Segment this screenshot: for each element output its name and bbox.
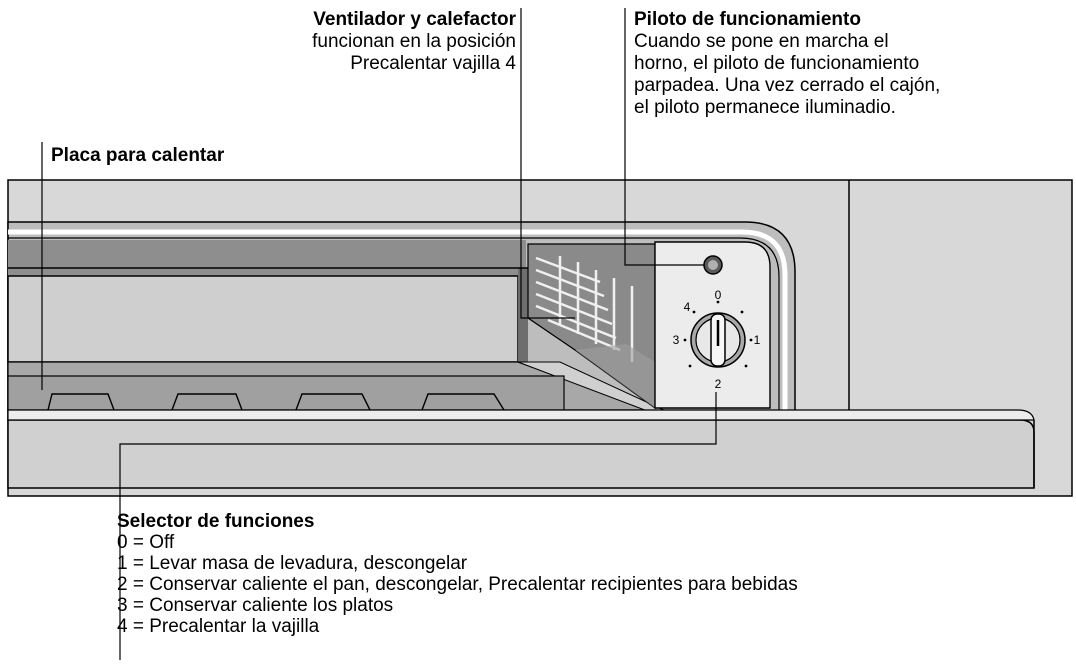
function-dial (690, 312, 746, 368)
drawer-shelf (8, 240, 526, 276)
dial-mark-1: 1 (754, 333, 761, 347)
pilot-callout-line3: parpadea. Una vez cerrado el cajón, (634, 75, 941, 96)
dial-mark-4: 4 (684, 300, 691, 314)
dial-ticks (683, 300, 753, 368)
drawer-front (7, 419, 1035, 489)
plate-zone-4 (421, 393, 505, 411)
selector-item-2: 2 = Conservar caliente el pan, descongel… (117, 574, 798, 595)
fan-callout: Ventilador y calefactor funcionan en la … (190, 9, 516, 75)
selector-item-3: 3 = Conservar caliente los platos (117, 595, 394, 616)
leader-lines (41, 8, 717, 660)
opening-rim (8, 229, 788, 420)
warming-plate (7, 375, 565, 411)
fan-callout-title: Ventilador y calefactor (313, 9, 516, 30)
pilot-callout-line4: el piloto permanece iluminadio. (634, 97, 896, 118)
fan-callout-line1: funcionan en la posición (312, 31, 516, 52)
dial-mark-2: 2 (715, 377, 722, 391)
selector-item-1: 1 = Levar masa de levadura, descongelar (117, 553, 468, 574)
selector-item-0: 0 = Off (117, 532, 175, 553)
pilot-callout-title: Piloto de funcionamiento (634, 9, 861, 30)
plate-zone-2 (171, 393, 243, 411)
plate-zone-1 (47, 393, 115, 411)
leader-fan (520, 8, 575, 319)
selector-item-4: 4 = Precalentar la vajilla (117, 616, 320, 637)
selector-callout: Selector de funciones 0 = Off 1 = Levar … (117, 511, 1067, 637)
leader-selector (119, 392, 717, 660)
pilot-callout-line2: horno, el piloto de funcionamiento (634, 53, 920, 74)
dial-mark-0: 0 (715, 288, 722, 302)
pilot-callout: Piloto de funcionamiento Cuando se pone … (634, 9, 1054, 119)
leader-pilot (624, 8, 704, 266)
fan-grille (535, 256, 634, 362)
plate-callout-title: Placa para calentar (51, 145, 225, 166)
plate-zone-3 (295, 393, 371, 411)
dial-mark-3: 3 (673, 333, 680, 347)
pilot-callout-line1: Cuando se pone en marcha el (634, 31, 889, 52)
selector-callout-title: Selector de funciones (117, 511, 315, 532)
fan-callout-line2: Precalentar vajilla 4 (350, 53, 516, 74)
